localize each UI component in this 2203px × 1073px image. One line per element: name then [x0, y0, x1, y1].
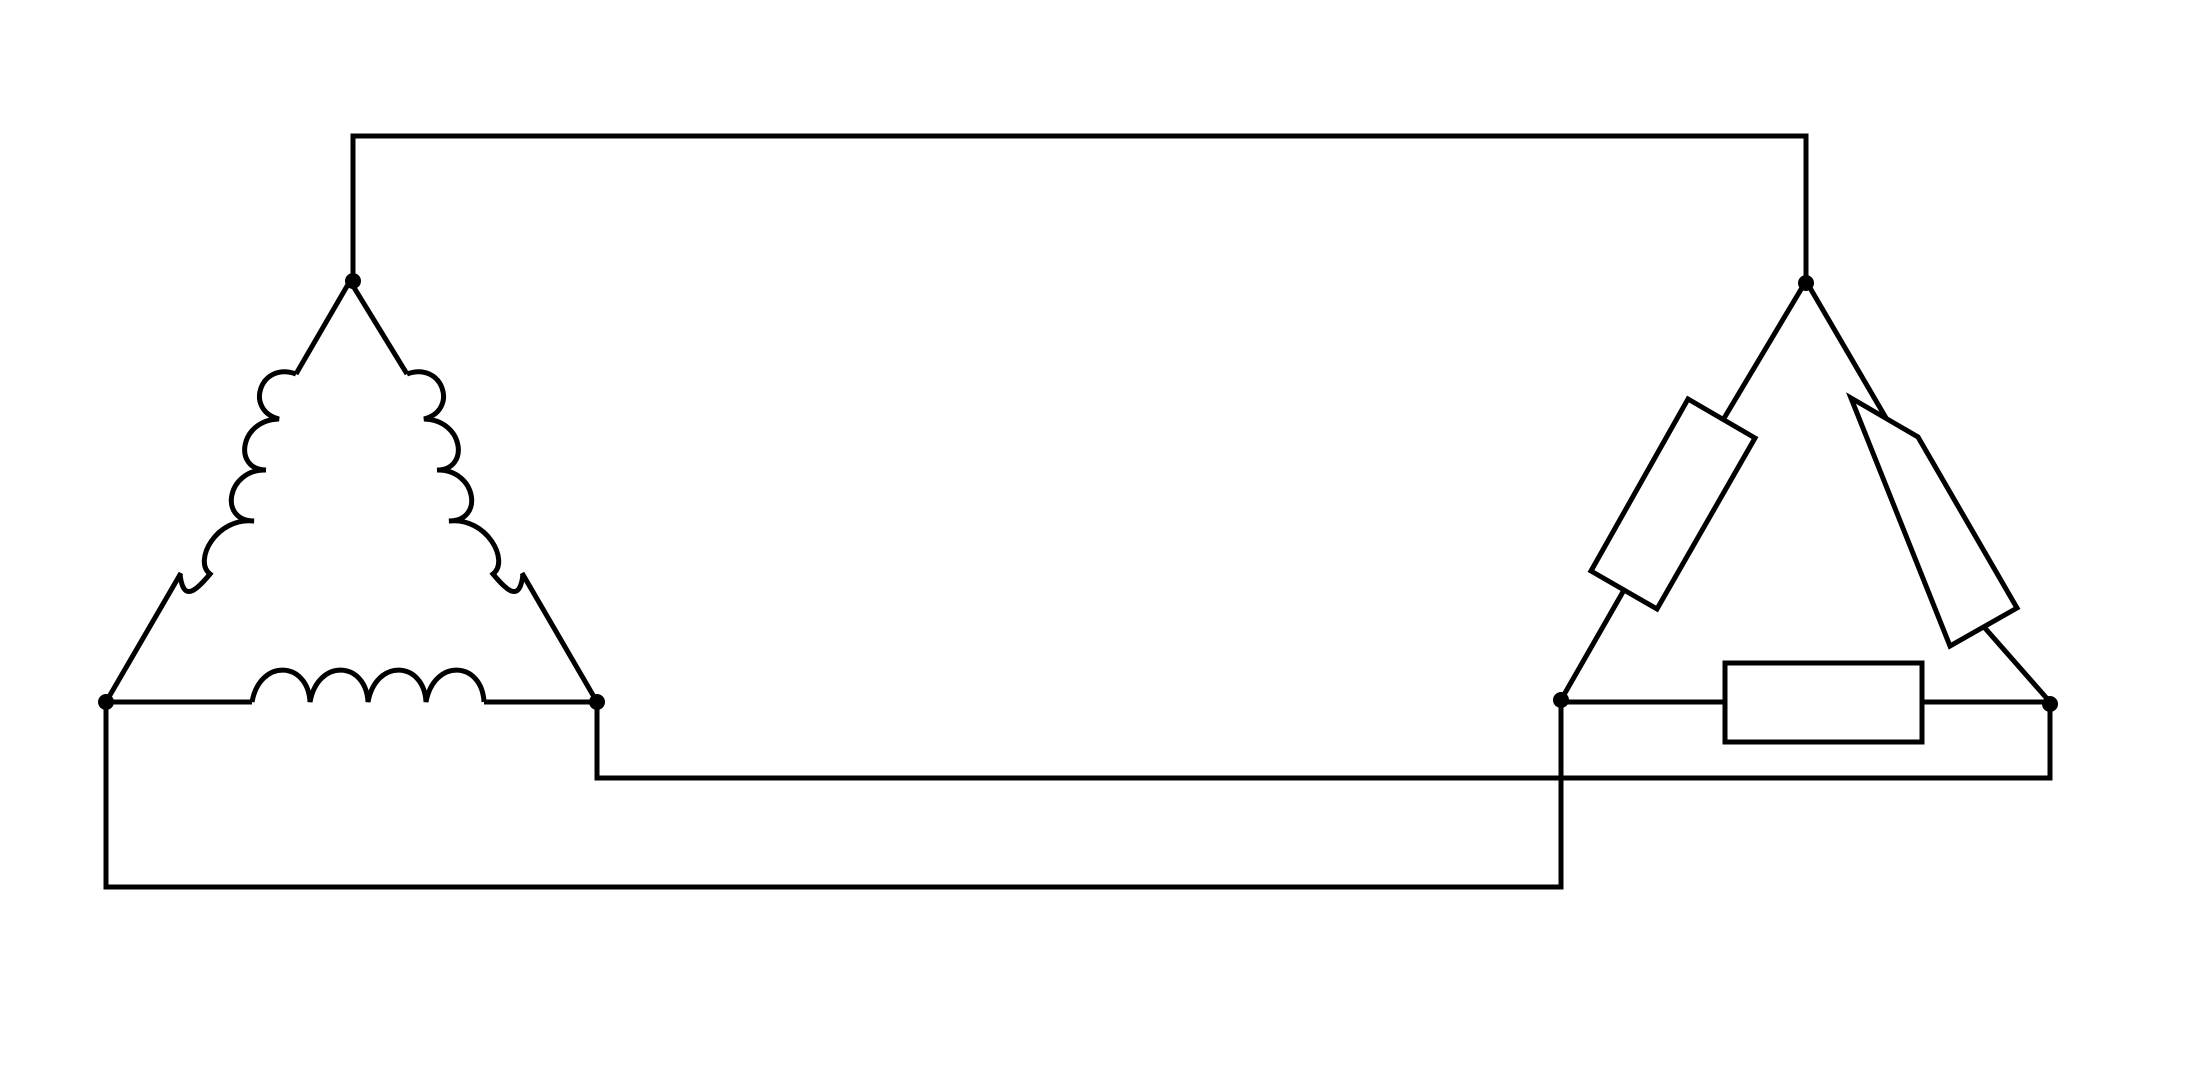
junction-nodes: [98, 273, 2058, 712]
load-branch-right: [1803, 279, 2052, 704]
node-load-left: [1553, 692, 1569, 708]
load-delta: [1558, 279, 2052, 745]
lead-wire: [519, 571, 600, 704]
line-bottom: [103, 700, 1564, 890]
connecting-lines: [103, 133, 2053, 890]
lead-wire: [347, 279, 410, 376]
source-delta: [103, 279, 600, 705]
load-branch-bottom: [1561, 660, 2050, 745]
lead-wire: [293, 279, 353, 376]
line-top: [350, 133, 1809, 283]
lead-wire: [1720, 279, 1809, 422]
inductor-coil-icon: [249, 667, 487, 703]
resistor-box-icon: [1587, 395, 1759, 613]
lead-wire: [103, 571, 184, 704]
node-source-right: [589, 694, 605, 710]
inductor-coil-icon: [177, 369, 297, 594]
node-load-right: [2042, 696, 2058, 712]
node-load-top: [1798, 275, 1814, 291]
lead-wire: [1803, 279, 1889, 420]
resistor-box-icon: [1845, 392, 2021, 650]
inductor-coil-icon: [406, 369, 526, 594]
node-source-left: [98, 694, 114, 710]
load-branch-left: [1558, 279, 1809, 702]
node-source-top: [345, 273, 361, 289]
source-winding-bottom: [106, 667, 597, 705]
source-winding-right: [347, 279, 600, 704]
line-middle: [594, 702, 2053, 781]
lead-wire: [1558, 588, 1627, 702]
lead-wire: [1982, 625, 2052, 704]
source-winding-left: [103, 279, 353, 704]
